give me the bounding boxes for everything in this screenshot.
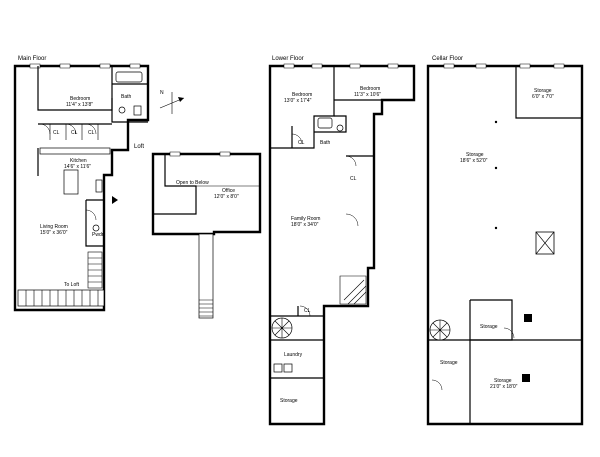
main-bath-label: Bath (121, 94, 132, 100)
main-stairs (17, 251, 105, 307)
lower-washer (273, 363, 283, 373)
main-floor-plan: N Bedroom 11'4" x 13'8" Bath CL CL CL Ki… (13, 63, 185, 312)
cellar-storage-left-label: Storage (440, 360, 458, 366)
lower-family-label: Family Room (291, 216, 320, 222)
lower-stairs (339, 275, 367, 305)
lower-cl-label-3: CL (304, 308, 311, 314)
compass-icon: N (159, 90, 185, 114)
loft-windows (169, 151, 231, 157)
main-pwdr-wall (85, 199, 104, 247)
loft-plan: Open to Below Office 12'0" x 8'0" (151, 151, 262, 319)
main-living-label: Living Room (40, 224, 68, 230)
main-cl-label-2: CL (71, 130, 78, 136)
main-top-windows (29, 63, 141, 69)
cellar-storage-mid-label: Storage (480, 324, 498, 330)
main-sink (118, 106, 126, 114)
main-bedroom-label: Bedroom (70, 96, 90, 102)
main-kitchen-label: Kitchen (70, 158, 87, 164)
lower-bath-label: Bath (320, 140, 331, 146)
main-to-loft-label: To Loft (64, 282, 80, 288)
loft-office-label: Office (222, 188, 235, 194)
loft-outer-wall (151, 152, 262, 236)
lower-bathtub (317, 117, 333, 129)
main-entry-arrow (112, 196, 118, 204)
compass-north-label: N (160, 90, 164, 96)
lower-laundry-label: Laundry (284, 352, 303, 358)
lower-dryer (283, 363, 293, 373)
main-shower (133, 105, 142, 116)
main-bedroom-wall (37, 66, 113, 111)
lower-bedroom1-label: Bedroom (292, 92, 312, 98)
lower-cl-label-1: CL (298, 140, 305, 146)
main-kitchen-dim: 14'6" x 11'6" (64, 164, 91, 170)
cellar-windows (443, 63, 565, 69)
lower-bedroom1-dim: 13'0" x 17'4" (284, 98, 312, 104)
lower-family-dim: 18'0" x 34'0" (291, 222, 319, 228)
lower-windows (283, 63, 399, 69)
cellar-floor-plan: Storage 6'0" x 7'0" Storage 18'6" x 52'0… (426, 63, 584, 426)
main-bathtub (115, 71, 143, 83)
cellar-storage-small-dim: 6'0" x 7'0" (532, 94, 554, 100)
lower-outer-wall (268, 64, 416, 426)
main-bedroom-dim: 11'4" x 13'8" (66, 102, 93, 108)
cellar-outer-wall (426, 64, 584, 426)
main-cl-label-3: CL (88, 130, 95, 136)
cellar-floor-title: Cellar Floor (432, 56, 463, 62)
loft-title: Loft (134, 144, 144, 150)
loft-stairs (198, 233, 214, 319)
cellar-storage-big-label: Storage (494, 378, 512, 384)
cellar-storage-main-dim: 18'6" x 52'0" (460, 158, 488, 164)
lower-floor-plan: Bedroom 13'0" x 17'4" Bedroom 11'3" x 10… (268, 63, 416, 426)
main-floor-title: Main Floor (18, 56, 46, 62)
loft-open-label: Open to Below (176, 180, 209, 186)
main-pwdr-label: Pwdr (92, 232, 104, 238)
lower-storage-label: Storage (280, 398, 298, 404)
main-outer-wall (13, 64, 150, 312)
lower-bedroom1-wall (270, 66, 335, 149)
loft-office-dim: 12'0" x 8'0" (214, 194, 239, 200)
cellar-small-storage-wall (515, 66, 582, 119)
lower-floor-title: Lower Floor (272, 56, 304, 62)
cellar-storage-small-label: Storage (534, 88, 552, 94)
main-cl-label-1: CL (53, 130, 60, 136)
lower-bedroom2-label: Bedroom (360, 86, 380, 92)
cellar-posts (494, 120, 532, 382)
lower-bedroom2-dim: 11'3" x 10'6" (354, 92, 381, 98)
main-kitchen-island (63, 169, 79, 195)
cellar-storage-main-label: Storage (466, 152, 484, 158)
lower-cl-label-2: CL (350, 176, 357, 182)
main-kitchen-counter (39, 147, 111, 155)
cellar-storage-big-dim: 21'0" x 18'0" (490, 384, 518, 390)
main-living-dim: 15'0" x 36'0" (40, 230, 68, 236)
